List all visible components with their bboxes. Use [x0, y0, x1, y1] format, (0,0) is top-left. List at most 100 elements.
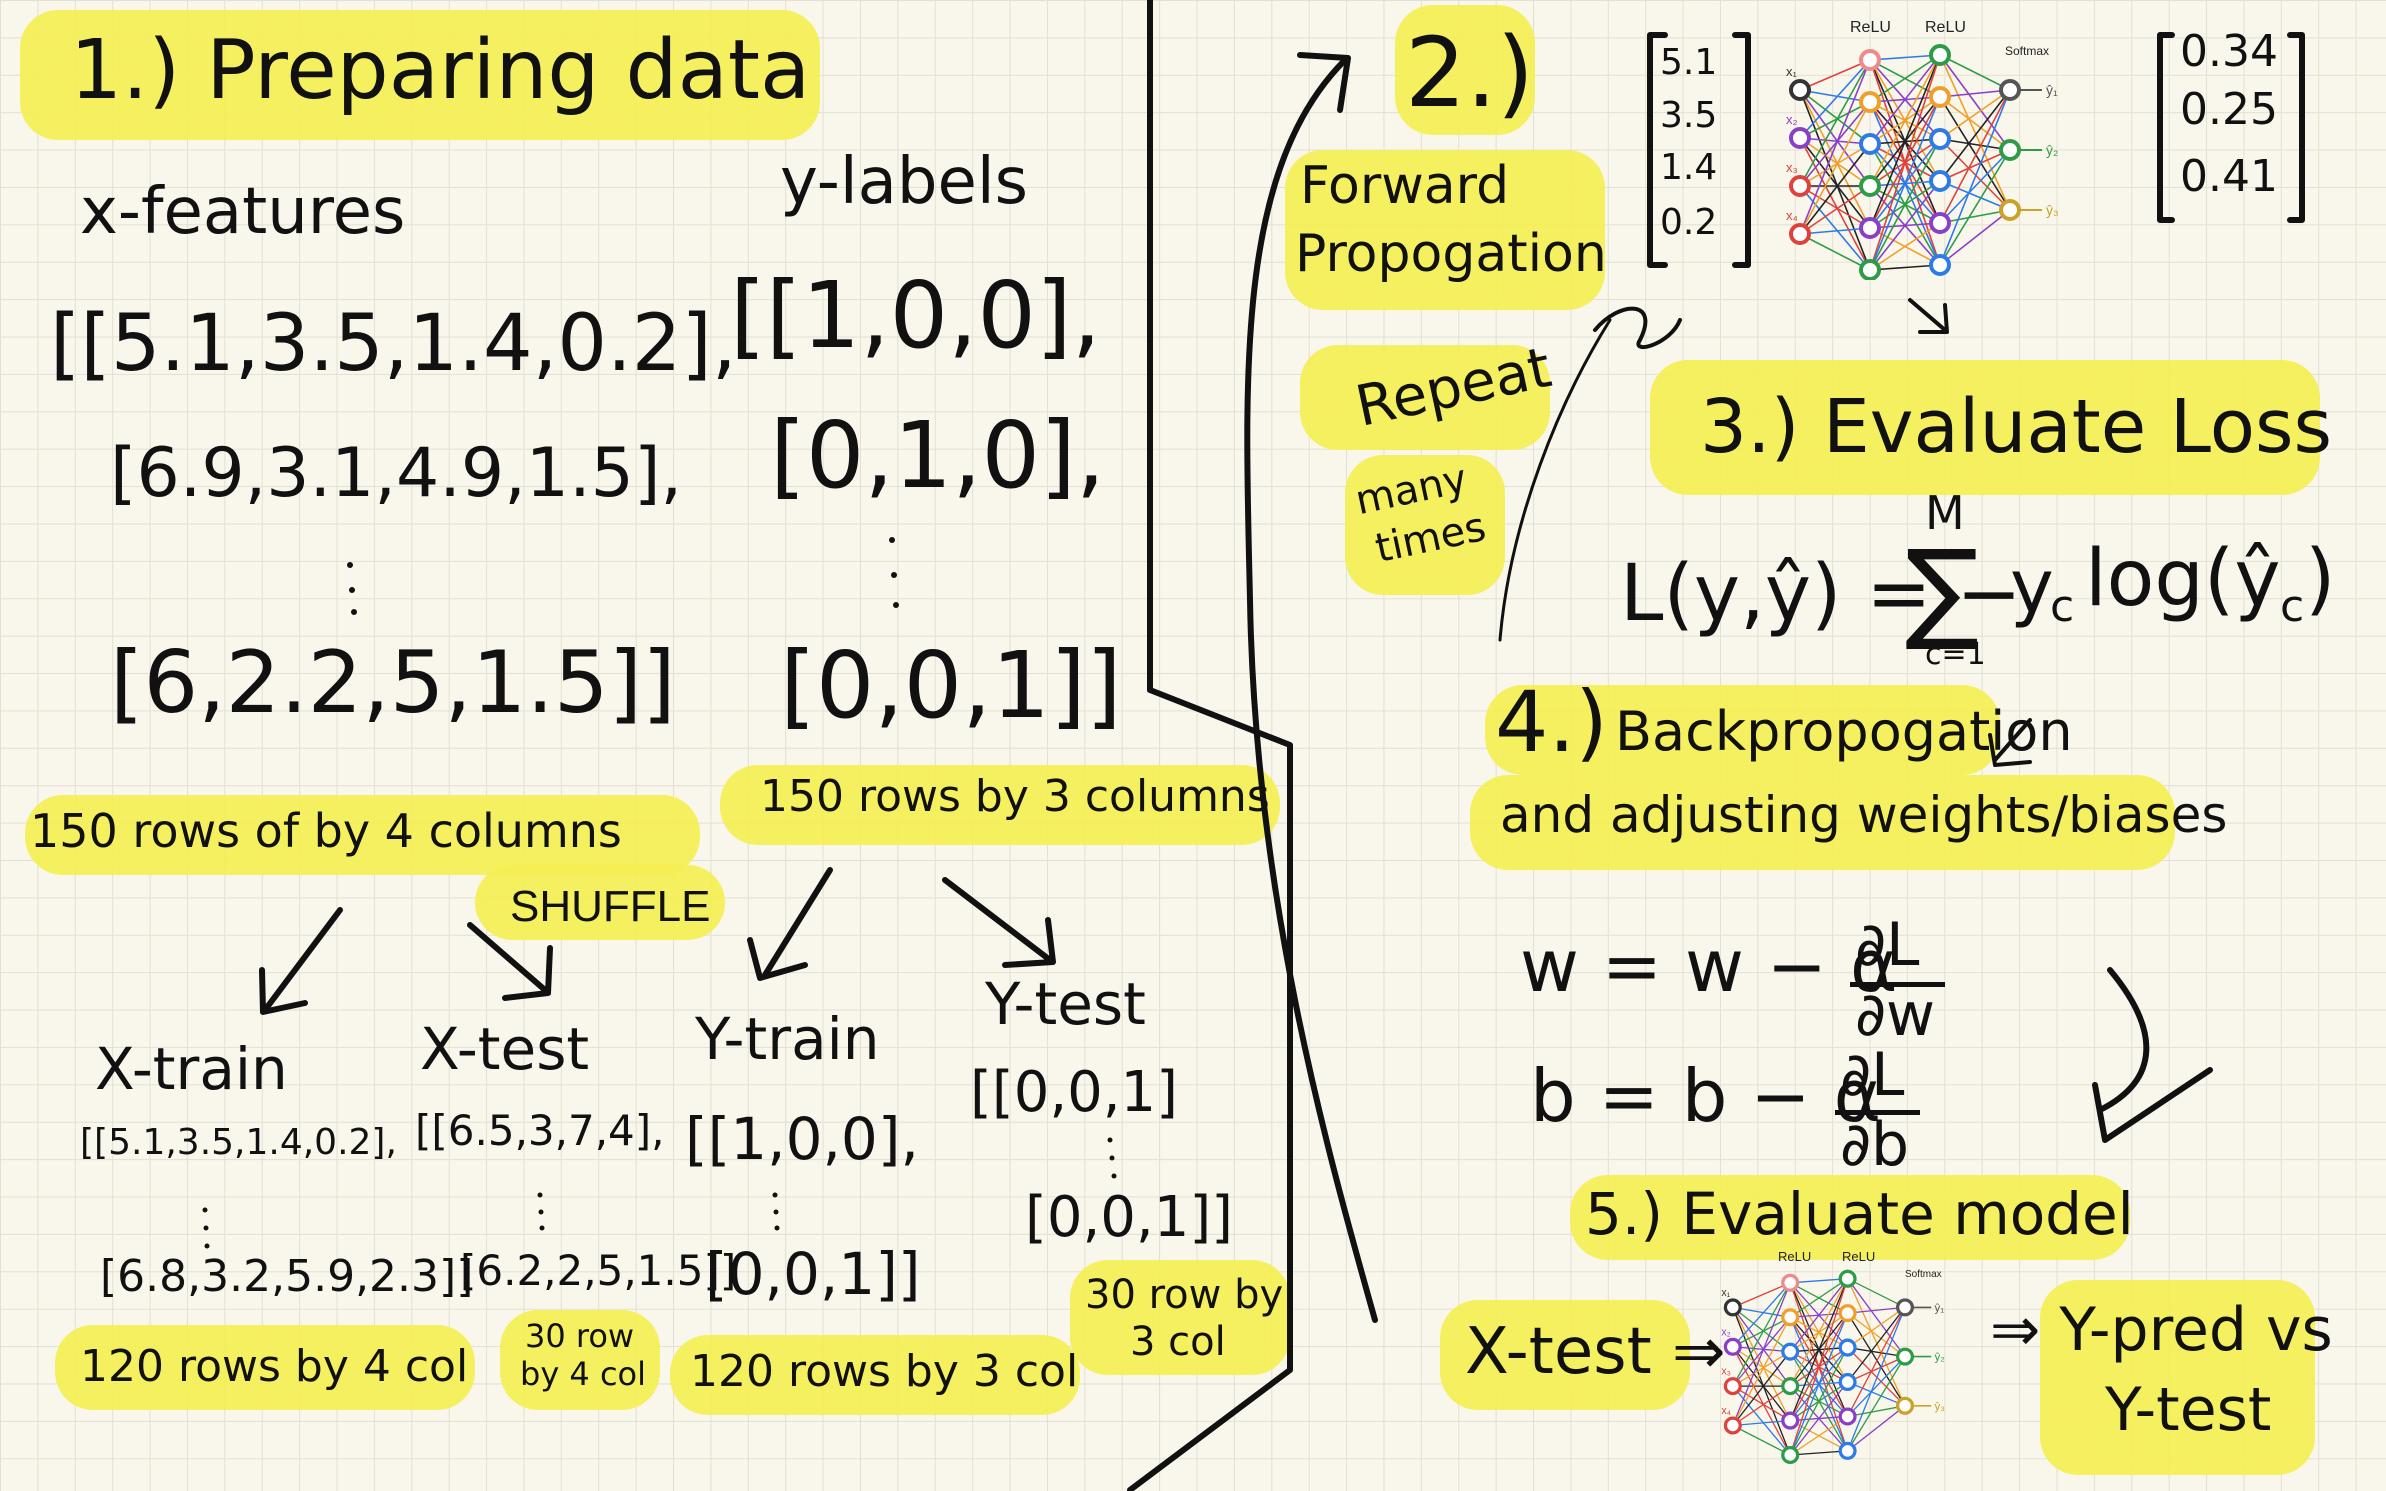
nn-node	[1781, 1377, 1800, 1396]
nn-edge	[1732, 1282, 1791, 1426]
nn-node	[1895, 1347, 1915, 1366]
nn-node	[1999, 79, 2021, 101]
nn-node	[1999, 139, 2021, 161]
nn-node	[1999, 199, 2021, 221]
nn-edge	[1939, 149, 2011, 224]
nn-input-label: x₃	[1786, 160, 1798, 175]
nn-node	[1723, 1377, 1742, 1396]
nn-edge	[1869, 264, 1941, 271]
nn-edge	[1790, 1278, 1848, 1284]
highlight	[1440, 1300, 1690, 1410]
x-test-shape-line2: by 4 col	[520, 1355, 647, 1393]
nn-edge	[1799, 89, 1871, 145]
nn-edge	[1869, 222, 1941, 271]
nn-eval-layer-label-relu-1: ReLU	[1778, 1249, 1812, 1264]
x-train-first-row: [[5.1,3.5,1.4,0.2],	[80, 1122, 397, 1163]
nn-node	[1781, 1308, 1800, 1327]
nn-edge	[1869, 54, 1941, 61]
weight-update-lhs: w = w − α	[1520, 924, 1898, 1008]
nn-edge	[1939, 89, 2011, 224]
nn-edge	[1847, 1278, 1906, 1357]
nn-edge	[1732, 1307, 1791, 1387]
nn-edge	[1799, 137, 1871, 271]
nn-output-label: ŷ₁	[1935, 1303, 1945, 1315]
nn-node	[1838, 1304, 1857, 1323]
bias-update-den: ∂b	[1840, 1110, 1910, 1180]
y-test-last-row: [0,0,1]]	[1025, 1185, 1234, 1250]
nn-edge	[1799, 143, 1871, 235]
nn-output-label: ŷ₂	[2046, 142, 2058, 158]
input-vector-2: 1.4	[1660, 147, 1718, 188]
nn-layer-label-relu-2: ReLU	[1925, 19, 1966, 36]
nn-node	[1838, 1269, 1857, 1288]
output-vector-0: 0.34	[2180, 26, 2278, 77]
loss-sum-bottom: c=1	[1925, 637, 1986, 672]
nn-node	[1895, 1396, 1915, 1415]
loss-formula-sub-2: c	[2280, 581, 2305, 632]
nn-edge	[1789, 1278, 1849, 1421]
nn-output-label: ŷ₃	[1935, 1401, 1946, 1413]
nn-edge	[1939, 180, 2011, 211]
step4-title: Backpropogation	[1615, 700, 2073, 763]
input-vector-1: 3.5	[1660, 95, 1718, 136]
nn-edge	[1732, 1385, 1791, 1456]
nn-edge	[1846, 1307, 1906, 1452]
nn-edge	[1939, 89, 2011, 266]
nn-edge	[1847, 1306, 1906, 1314]
x-test-first-row: [[6.5,3,7,4],	[415, 1106, 665, 1155]
nn-node	[1723, 1416, 1742, 1435]
nn-node	[1929, 44, 1951, 66]
nn-edge	[1732, 1351, 1791, 1426]
input-vector-3: 0.2	[1660, 202, 1718, 243]
nn-edge	[1847, 1356, 1906, 1452]
nn-input-label: x₄	[1721, 1405, 1731, 1417]
back-to-forward-arrow	[1498, 318, 1612, 642]
highlight	[1285, 150, 1605, 310]
nn-node	[1781, 1411, 1800, 1430]
nn-node	[1838, 1441, 1857, 1460]
y-train-arrow	[762, 867, 833, 978]
x-train-label: X-train	[95, 1035, 288, 1103]
step5-output-line2: Y-test	[2105, 1375, 2272, 1445]
y-test-shape-line2: 3 col	[1130, 1319, 1226, 1365]
nn-edge	[1847, 1312, 1906, 1407]
nn-edge	[1939, 138, 2011, 151]
nn-output-label: ŷ₃	[2046, 202, 2059, 218]
y-train-shape: 120 rows by 3 col	[690, 1346, 1079, 1397]
nn-output-label: ŷ₂	[1935, 1352, 1945, 1364]
nn-edge	[1847, 1307, 1906, 1417]
nn-edge	[1939, 96, 2011, 151]
nn-edge	[1799, 137, 1871, 145]
weight-fraction-bar	[1850, 982, 1945, 987]
highlight	[1070, 1260, 1290, 1375]
nn-edge	[1799, 59, 1871, 235]
nn-edge	[1799, 143, 1871, 187]
highlight	[2040, 1280, 2315, 1475]
nn-input-label: x₂	[1786, 112, 1798, 127]
nn-node	[1859, 175, 1881, 197]
highlight	[20, 10, 820, 140]
nn-edge	[1732, 1346, 1791, 1421]
nn-edge	[1939, 149, 2011, 182]
nn-layer-label-softmax: Softmax	[2005, 44, 2050, 58]
weight-update-num: ∂L	[1855, 910, 1920, 980]
y-test-arrow	[942, 877, 1053, 963]
bias-update-lhs: b = b − α	[1530, 1054, 1882, 1138]
nn-node	[1859, 91, 1881, 113]
nn-edge	[1732, 1307, 1791, 1421]
update-arrow	[2097, 967, 2150, 1113]
y-test-label: Y-test	[985, 970, 1146, 1038]
nn-edge	[1789, 1278, 1849, 1456]
nn-edge	[1847, 1356, 1906, 1417]
bias-fraction-bar	[1835, 1110, 1920, 1115]
x-row-last: [6,2.2,5,1.5]]	[110, 633, 676, 733]
nn-edge	[1847, 1312, 1906, 1358]
y-row-last: [0,0,1]]	[780, 632, 1122, 739]
nn-edge	[1732, 1419, 1791, 1427]
nn-node	[1859, 133, 1881, 155]
nn-edge	[1939, 89, 2011, 140]
nn-input-label: x₃	[1721, 1366, 1731, 1378]
highlight	[1650, 360, 2320, 495]
